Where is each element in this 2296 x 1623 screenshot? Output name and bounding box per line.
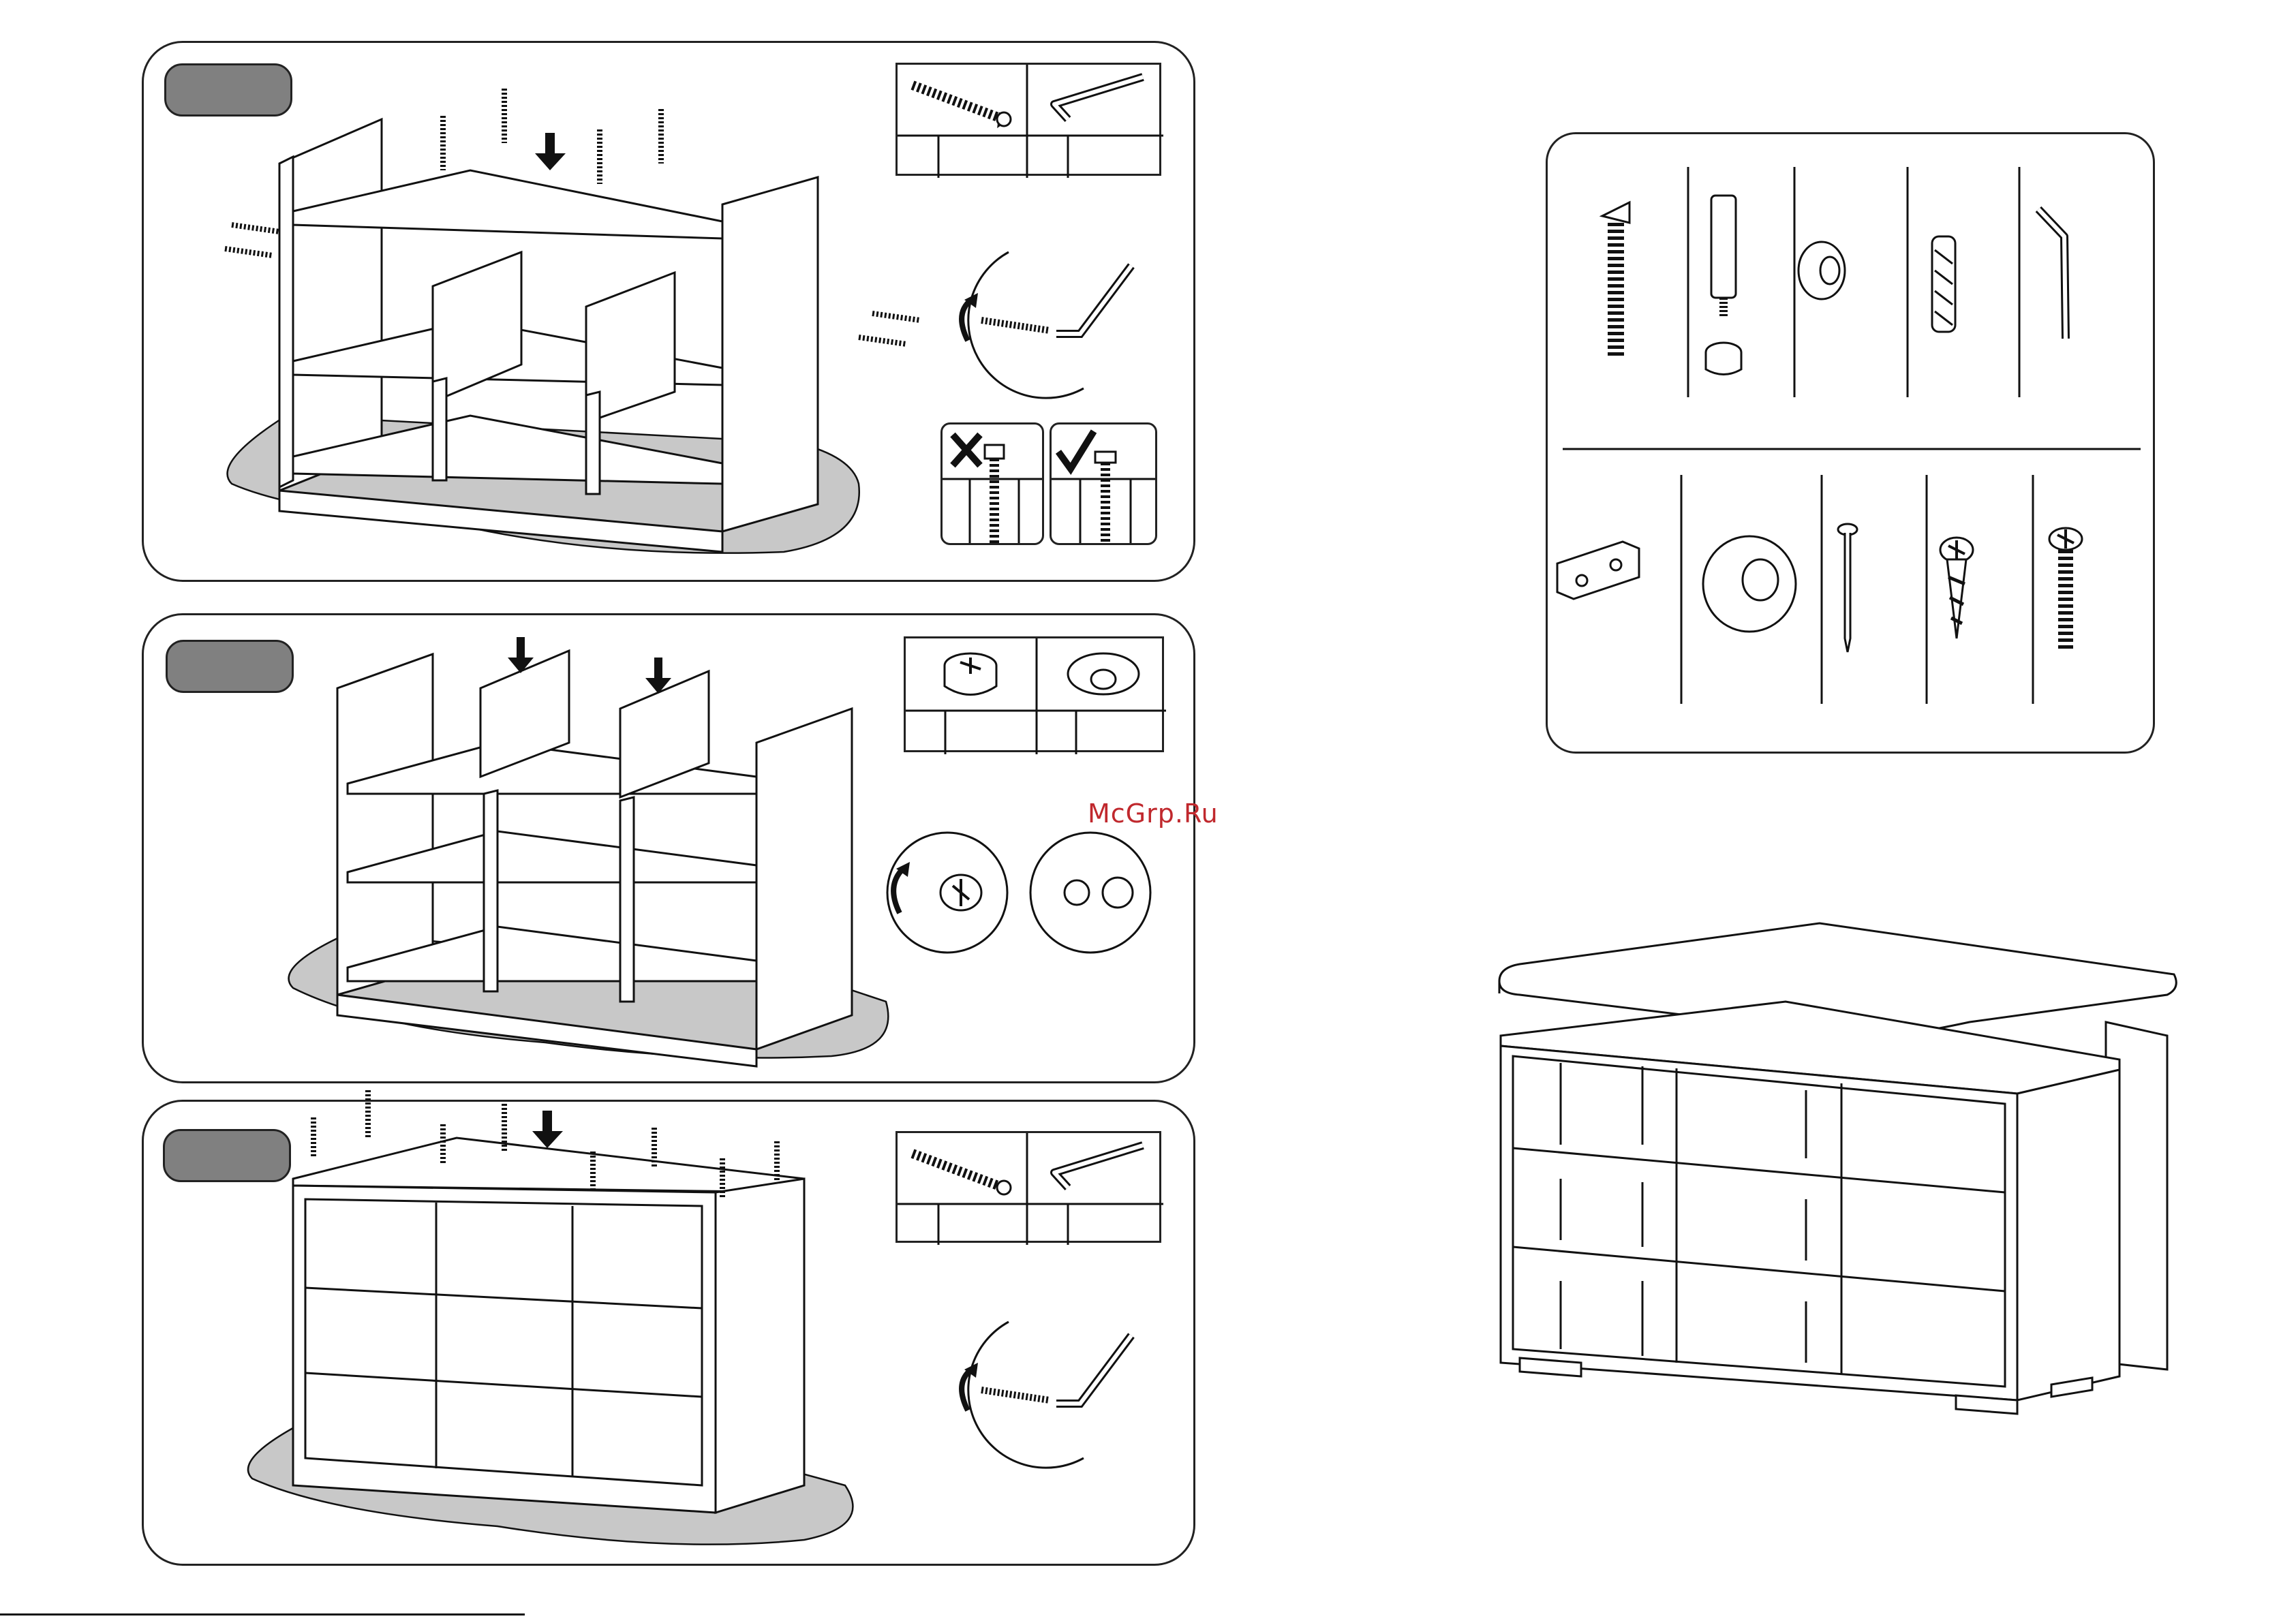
parts-list-grid (1548, 134, 2157, 756)
step-2-cabinet-illustration (273, 647, 906, 1070)
step-2-hardware-legend (904, 636, 1164, 752)
hex-key-icon (1056, 266, 1131, 334)
cam-cover-cap-icon (1065, 878, 1133, 908)
rotate-arrow-icon (893, 862, 910, 913)
plastic-foot-pad-icon (1557, 542, 1639, 599)
step-1-legend-grid (898, 65, 1163, 178)
confirmat-screw-icon (913, 85, 1011, 126)
cam-lock-icon (940, 875, 981, 910)
down-arrow-icon (535, 133, 566, 170)
footer-rule (0, 1613, 525, 1616)
cross-mark-icon (943, 424, 1044, 545)
hex-key-icon (1056, 1335, 1131, 1404)
final-assembly-illustration (1493, 920, 2188, 1431)
step-3-legend-grid (898, 1133, 1163, 1245)
step-2-legend-grid (906, 638, 1166, 754)
short-wood-screw-icon (1940, 538, 1973, 638)
hex-key-icon (1054, 77, 1143, 119)
step-3-cabinet-illustration (225, 1104, 906, 1567)
down-arrow-icon (532, 1111, 563, 1148)
wooden-dowel-icon (1932, 236, 1955, 332)
confirmat-screws-left (225, 225, 279, 256)
step-1-hardware-legend (896, 63, 1161, 176)
step-1-cabinet-illustration (184, 102, 866, 566)
round-glide-icon (1703, 536, 1796, 632)
step-2-cam-detail (886, 831, 1159, 961)
watermark: McGrp.Ru (1088, 799, 1219, 829)
parts-list-panel (1546, 132, 2155, 754)
cam-bolt-and-cam-lock-icon (1706, 196, 1741, 375)
confirmat-screw-icon (1602, 202, 1629, 359)
cap-icon (1798, 242, 1845, 299)
step-1-correct-inset (1050, 422, 1157, 545)
cam-lock-icon (945, 653, 996, 695)
cam-cover-cap-icon (1068, 653, 1139, 694)
nail-icon (1838, 524, 1857, 652)
step-3-tighten-detail (940, 1322, 1159, 1472)
long-wood-screw-icon (2049, 528, 2082, 652)
hex-key-icon (2038, 209, 2066, 339)
step-1-incorrect-inset (940, 422, 1044, 545)
confirmat-screw-icon (913, 1154, 1011, 1194)
step-3-hardware-legend (896, 1131, 1161, 1243)
check-mark-icon (1052, 424, 1157, 545)
step-1-tighten-detail (940, 252, 1159, 402)
hex-key-icon (1054, 1145, 1143, 1188)
